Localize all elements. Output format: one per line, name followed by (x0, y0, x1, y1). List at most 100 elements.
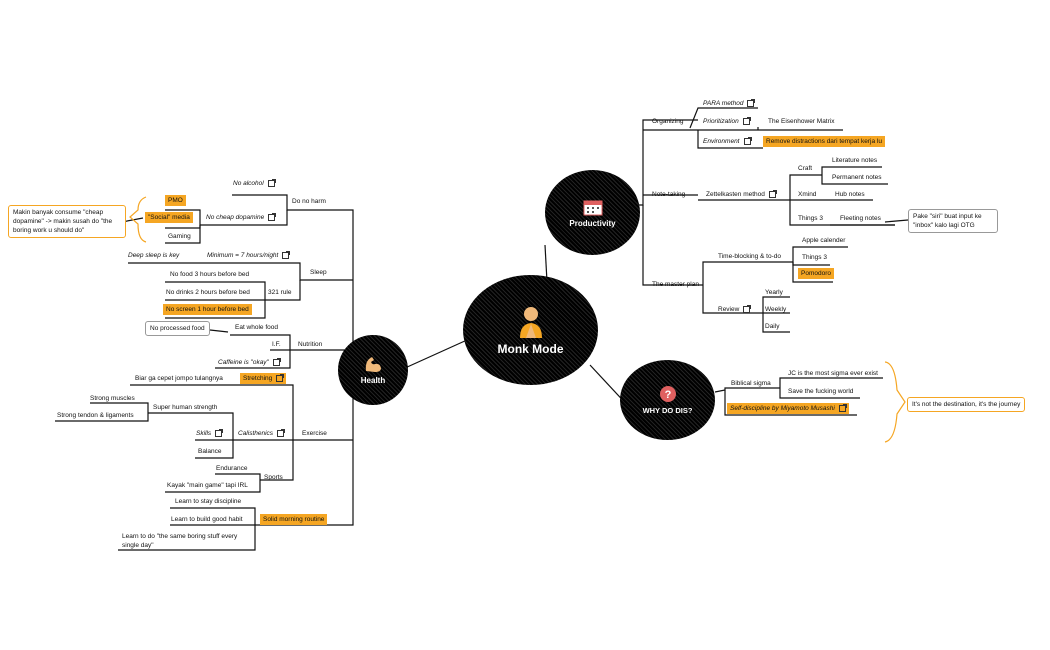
no-food[interactable]: No food 3 hours before bed (170, 271, 250, 278)
strong-muscles[interactable]: Strong muscles (90, 395, 135, 402)
link-icon[interactable] (743, 304, 752, 313)
no-drinks[interactable]: No drinks 2 hours before bed (166, 289, 250, 296)
skills[interactable]: Skills (196, 428, 224, 438)
biblical-sigma[interactable]: Biblical sigma (731, 380, 771, 387)
organizing[interactable]: Organizing (652, 118, 684, 125)
link-icon[interactable] (747, 98, 756, 107)
link-icon[interactable] (272, 357, 281, 366)
apple-calendar[interactable]: Apple calender (802, 237, 846, 244)
prioritization-label: Prioritization (703, 118, 739, 125)
calendar-icon (583, 198, 603, 216)
skills-label: Skills (196, 430, 212, 437)
why-label: WHY DO DIS? (642, 406, 693, 415)
minimum-sleep-label: Minimum = 7 hours/night (207, 252, 279, 259)
link-icon[interactable] (215, 428, 224, 437)
permanent-notes[interactable]: Permanent notes (832, 174, 882, 181)
link-icon[interactable] (743, 136, 752, 145)
link-icon[interactable] (268, 212, 277, 221)
craft[interactable]: Craft (798, 165, 813, 172)
zettelkasten[interactable]: Zettelkasten method (706, 189, 777, 199)
no-screen[interactable]: No screen 1 hour before bed (163, 304, 252, 315)
center-node[interactable]: Monk Mode (463, 275, 598, 385)
learn-habit[interactable]: Learn to build good habit (171, 516, 243, 523)
muscle-icon (363, 355, 383, 373)
para-method-label: PARA method (703, 100, 744, 107)
kayak-main-game[interactable]: Kayak "main game" tapi IRL (167, 482, 248, 489)
caffeine-label: Caffeine is "okay" (218, 359, 269, 366)
caffeine[interactable]: Caffeine is "okay" (218, 357, 281, 367)
xmind[interactable]: Xmind (798, 191, 817, 198)
environment[interactable]: Environment (703, 136, 752, 146)
prioritization[interactable]: Prioritization (703, 116, 751, 126)
social-media[interactable]: "Social" media (145, 212, 193, 223)
no-alcohol[interactable]: No alcohol (233, 178, 276, 188)
things3-todo[interactable]: Things 3 (802, 254, 827, 261)
link-icon[interactable] (282, 250, 291, 259)
self-discipline[interactable]: Self-discipline by Miyamoto Musashi (727, 403, 849, 414)
no-processed-callout: No processed food (145, 321, 210, 336)
fleeting-callout: Pake "siri" buat input ke "inbox" kalo l… (908, 209, 998, 233)
link-icon[interactable] (768, 189, 777, 198)
things3-notes[interactable]: Things 3 (798, 215, 823, 222)
learn-boring[interactable]: Learn to do "the same boring stuff every… (122, 533, 238, 549)
pomodoro[interactable]: Pomodoro (798, 268, 834, 279)
calisthenics[interactable]: Calisthenics (238, 428, 286, 438)
endurance[interactable]: Endurance (216, 465, 248, 472)
productivity-node[interactable]: Productivity (545, 170, 640, 255)
no-cheap-dopamine[interactable]: No cheap dopamine (206, 212, 277, 222)
gaming[interactable]: Gaming (168, 233, 191, 240)
daily[interactable]: Daily (765, 323, 780, 330)
center-label: Monk Mode (497, 342, 564, 356)
no-cheap-dopamine-label: No cheap dopamine (206, 214, 265, 221)
master-plan[interactable]: The master plan (652, 281, 699, 288)
intermittent-fasting[interactable]: I.F. (272, 341, 281, 348)
question-icon: ? (659, 385, 677, 403)
remove-distractions[interactable]: Remove distractions dari tempat kerja lu (763, 136, 885, 147)
link-icon[interactable] (742, 116, 751, 125)
nutrition[interactable]: Nutrition (298, 341, 323, 348)
learn-discipline[interactable]: Learn to stay discipline (175, 498, 242, 505)
strong-tendon[interactable]: Strong tendon & ligaments (57, 412, 134, 419)
health-node[interactable]: Health (338, 335, 408, 405)
save-world[interactable]: Save the fucking world (788, 388, 854, 395)
calisthenics-label: Calisthenics (238, 430, 274, 437)
fleeting-notes[interactable]: Fleeting notes (840, 215, 881, 222)
sports[interactable]: Sports (264, 474, 283, 481)
minimum-sleep[interactable]: Minimum = 7 hours/night (207, 250, 291, 260)
exercise[interactable]: Exercise (302, 430, 327, 437)
sleep[interactable]: Sleep (310, 269, 327, 276)
health-label: Health (360, 376, 386, 385)
literature-notes[interactable]: Literature notes (832, 157, 878, 164)
yearly[interactable]: Yearly (765, 289, 783, 296)
zettelkasten-label: Zettelkasten method (706, 191, 765, 198)
note-taking[interactable]: Note-taking (652, 191, 686, 198)
morning-routine[interactable]: Solid morning routine (260, 514, 328, 525)
link-icon[interactable] (276, 373, 285, 382)
why-node[interactable]: ? WHY DO DIS? (620, 360, 715, 440)
hub-notes[interactable]: Hub notes (835, 191, 865, 198)
jc-sigma[interactable]: JC is the most sigma ever exist (788, 370, 878, 377)
do-no-harm[interactable]: Do no harm (292, 198, 326, 205)
weekly[interactable]: Weekly (765, 306, 787, 313)
stretching[interactable]: Stretching (240, 373, 287, 384)
self-discipline-label: Self-discipline by Miyamoto Musashi (730, 405, 835, 412)
time-blocking[interactable]: Time-blocking & to-do (718, 253, 781, 260)
deep-sleep[interactable]: Deep sleep is key (128, 252, 180, 259)
rule-321[interactable]: 321 rule (268, 289, 292, 296)
para-method[interactable]: PARA method (703, 98, 756, 108)
pmo[interactable]: PMO (165, 195, 186, 206)
eat-whole-food[interactable]: Eat whole food (235, 324, 279, 331)
link-icon[interactable] (277, 428, 286, 437)
balance[interactable]: Balance (198, 448, 222, 455)
no-alcohol-label: No alcohol (233, 180, 264, 187)
biar-ga-jompo[interactable]: Biar ga cepet jompo tulangnya (135, 375, 223, 382)
productivity-label: Productivity (569, 218, 616, 228)
review[interactable]: Review (718, 304, 752, 314)
super-strength[interactable]: Super human strength (153, 404, 218, 411)
link-icon[interactable] (838, 403, 847, 412)
dopamine-callout: Makin banyak consume "cheap dopamine" ->… (8, 205, 126, 238)
eisenhower-matrix[interactable]: The Eisenhower Matrix (768, 118, 835, 125)
review-label: Review (718, 306, 740, 313)
link-icon[interactable] (267, 178, 276, 187)
